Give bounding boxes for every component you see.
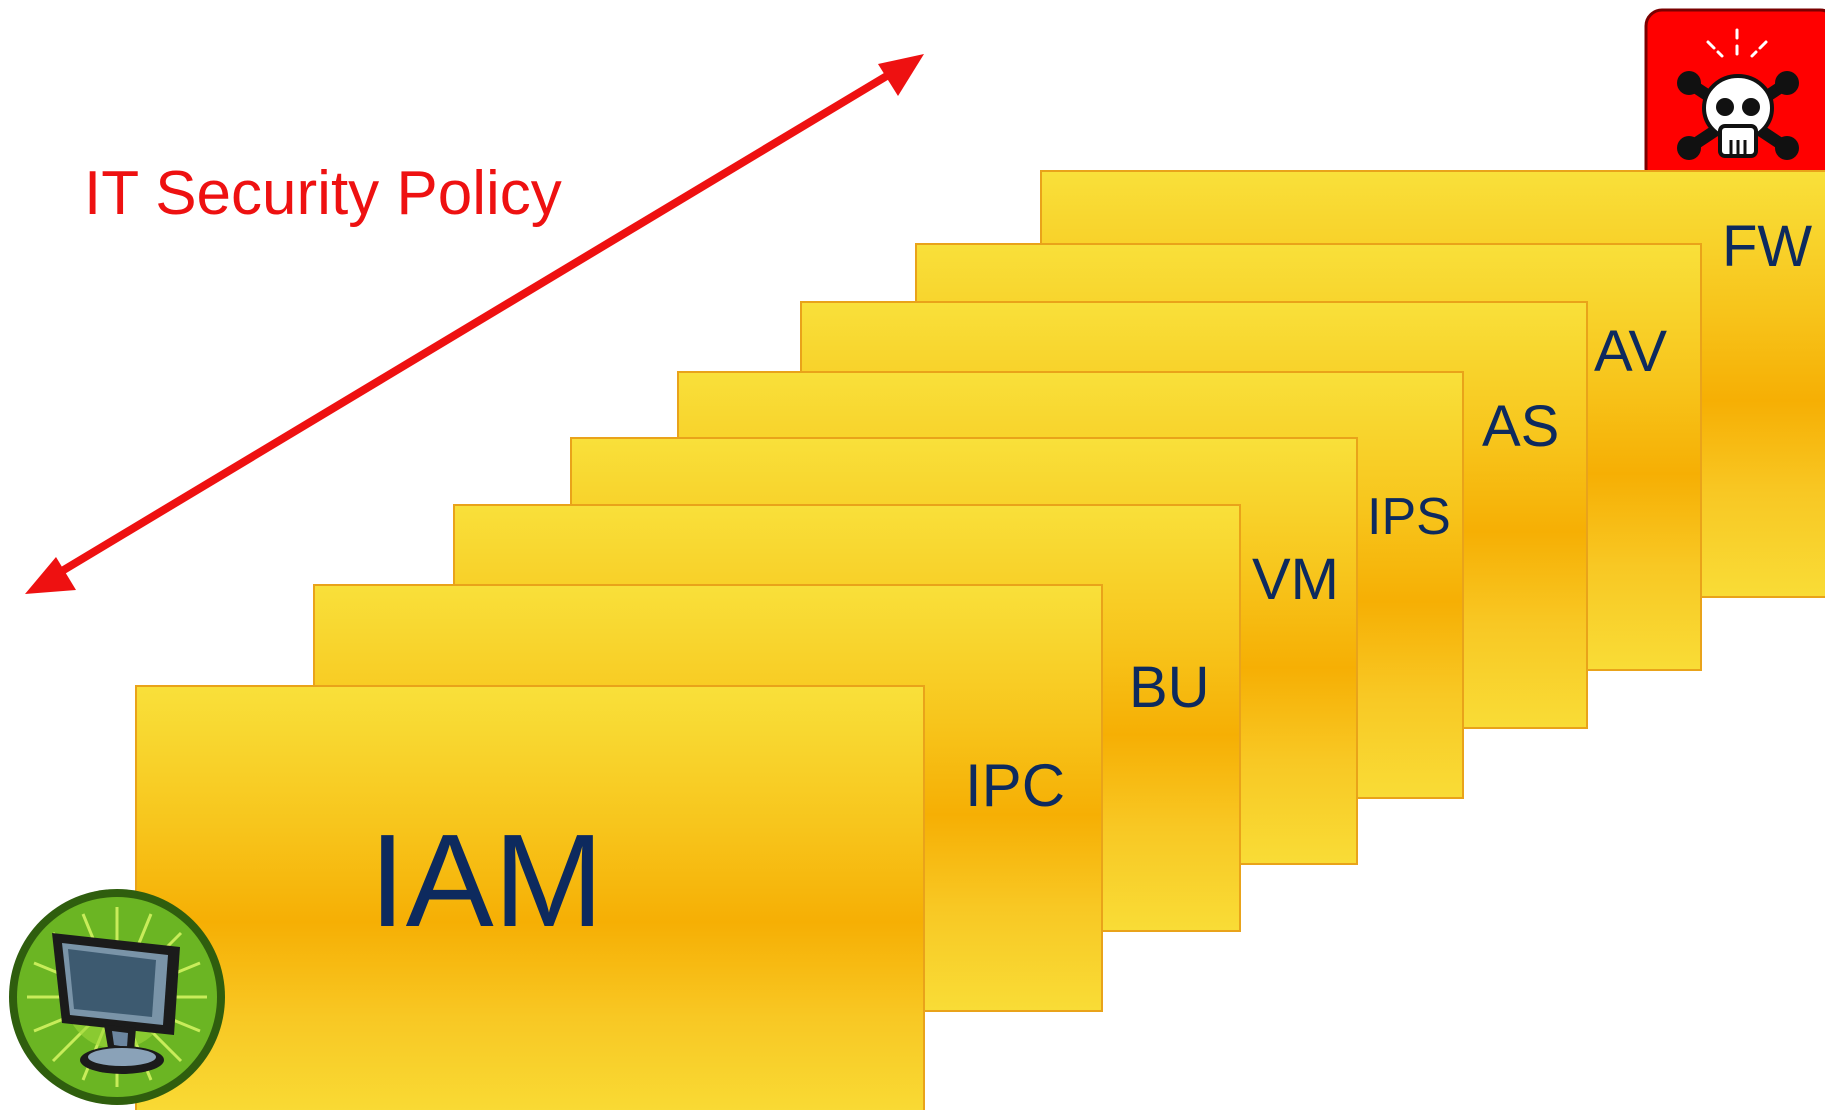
layer-label-ips: IPS [1367, 488, 1451, 546]
computer-monitor-icon [9, 889, 225, 1105]
layer-label-fw: FW [1722, 214, 1813, 279]
layer-label-ipc: IPC [965, 752, 1066, 819]
layer-label-as: AS [1482, 394, 1560, 459]
layer-label-vm: VM [1252, 547, 1339, 612]
layer-label-av: AV [1594, 319, 1668, 384]
policy-label: IT Security Policy [84, 159, 562, 228]
layer-iam: IAM [135, 685, 925, 1110]
layer-label-bu: BU [1129, 655, 1210, 720]
skull-crossbones-icon [1644, 8, 1825, 183]
layer-label-iam: IAM [369, 807, 604, 954]
